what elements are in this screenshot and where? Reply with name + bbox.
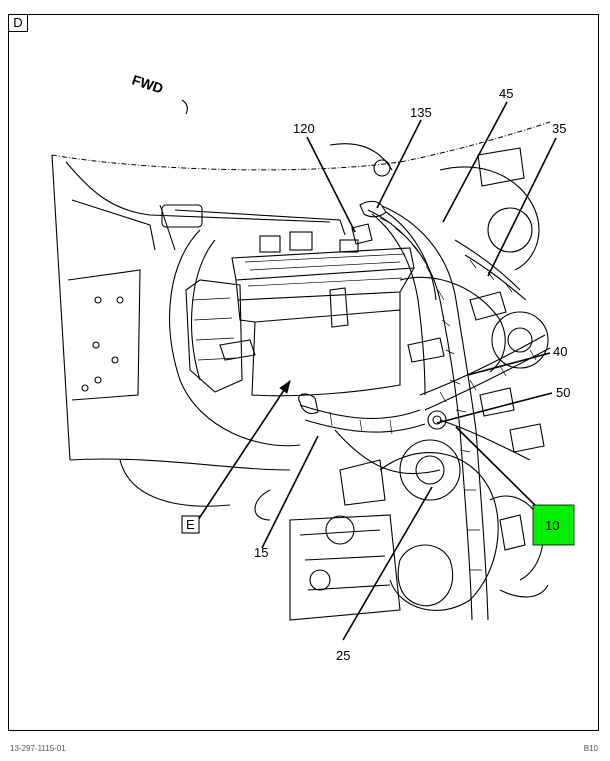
callout-10-highlight	[532, 504, 575, 546]
leader-40	[467, 352, 551, 376]
firewall-panel	[51, 121, 551, 507]
leader-35	[487, 137, 557, 277]
callout-labels: 120 135 45 35 40 50 15 25 E 10	[181, 86, 575, 663]
callout-50: 50	[556, 385, 570, 400]
callout-120: 120	[293, 121, 315, 136]
callout-10: 10	[545, 518, 559, 533]
callout-135: 135	[410, 105, 432, 120]
fwd-arrow-icon	[181, 99, 188, 115]
module-e	[185, 231, 415, 397]
callout-25: 25	[336, 648, 350, 663]
leader-lines	[197, 101, 557, 641]
callout-40: 40	[553, 344, 567, 359]
engine-components	[254, 166, 549, 621]
diagram-frame	[8, 14, 599, 731]
callout-15: 15	[254, 545, 268, 560]
leader-120	[306, 136, 356, 233]
callout-e: E	[186, 517, 195, 532]
callout-35: 35	[552, 121, 566, 136]
leader-10	[455, 426, 543, 513]
leader-25	[342, 486, 433, 641]
leader-15	[261, 435, 319, 549]
forward-direction-indicator: FWD	[130, 71, 188, 115]
footer-figure-code: 13-297-1115-01	[10, 744, 66, 753]
leader-e-arrowhead	[279, 380, 291, 394]
leader-45	[442, 101, 508, 223]
footer-page-code: B10	[583, 744, 598, 753]
view-label: D	[8, 14, 28, 32]
leader-135	[376, 119, 422, 209]
fwd-label: FWD	[130, 71, 165, 96]
wiring-harness	[298, 200, 551, 621]
callout-e-box	[181, 515, 200, 534]
leader-e	[197, 380, 291, 521]
callout-45: 45	[499, 86, 513, 101]
leader-50	[436, 392, 553, 424]
